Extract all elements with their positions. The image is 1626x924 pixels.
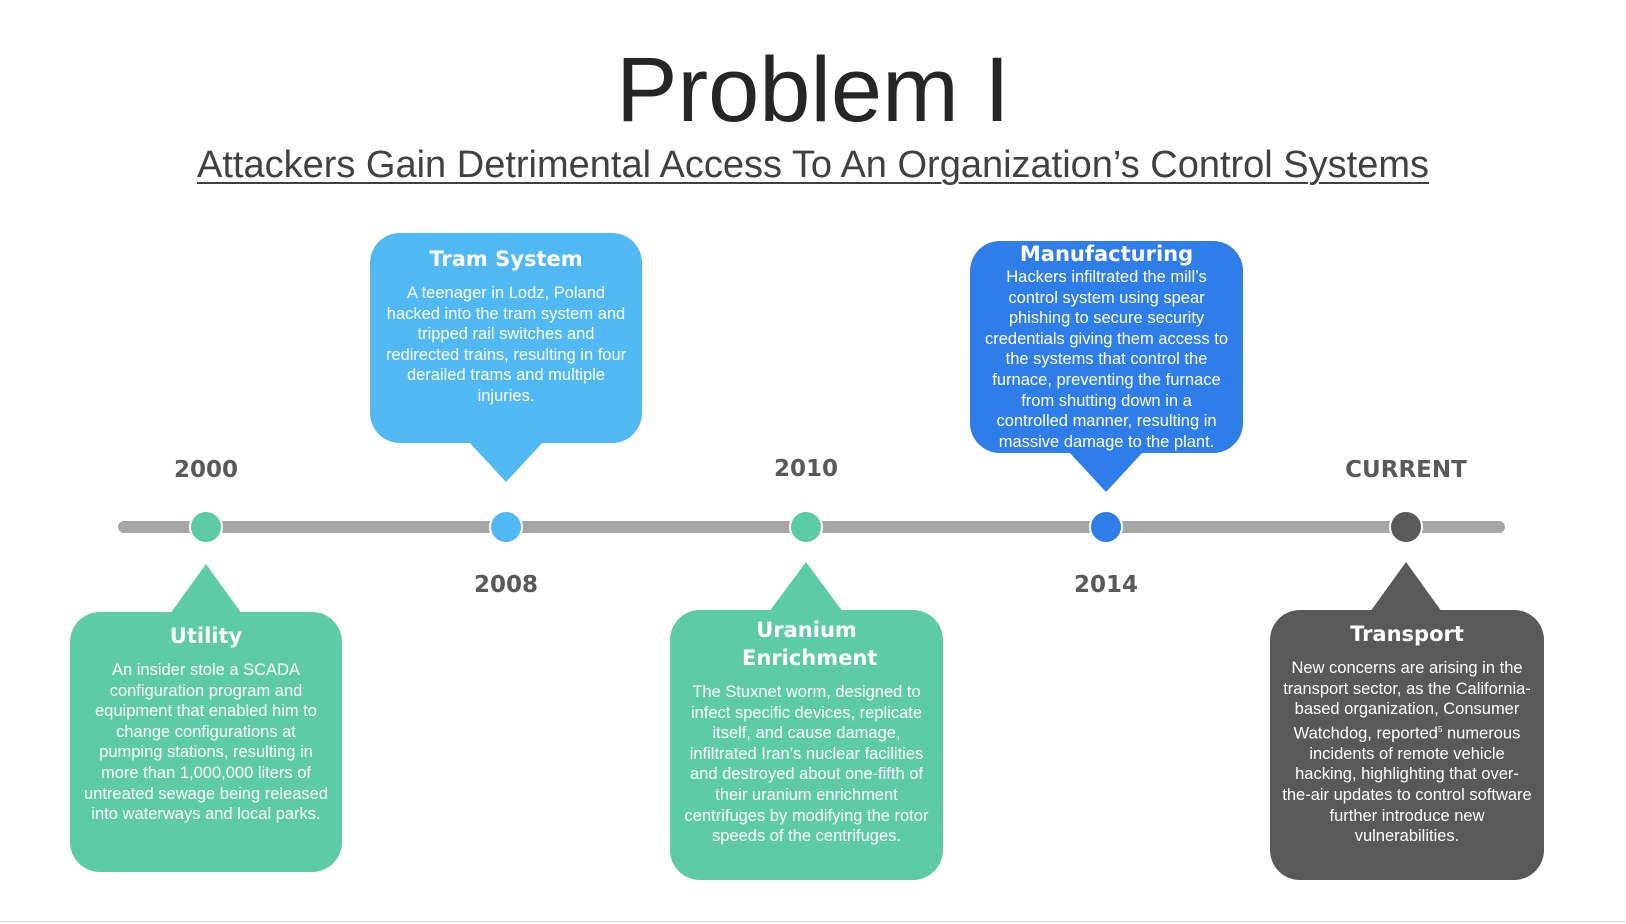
utility-callout: Utility An insider stole a SCADA configu… (70, 612, 342, 872)
uranium-enrichment-description: The Stuxnet worm, designed to infect spe… (684, 683, 929, 846)
tram-system-callout-pointer (469, 442, 543, 482)
transport-callout-pointer (1370, 562, 1442, 612)
year-label-2000: 2000 (173, 457, 238, 483)
uranium-enrichment-heading: Uranium Enrichment (742, 618, 878, 670)
tram-system-callout: Tram System A teenager in Lodz, Poland h… (370, 233, 642, 443)
utility-heading: Utility (169, 624, 243, 648)
year-label-current: CURRENT (1345, 457, 1467, 483)
transport-callout: Transport New concerns are arising in th… (1270, 610, 1544, 880)
manufacturing-callout-pointer (1069, 452, 1143, 492)
utility-callout-pointer (170, 564, 242, 614)
uranium-enrichment-callout: Uranium Enrichment The Stuxnet worm, des… (670, 610, 943, 880)
slide-subtitle: Attackers Gain Detrimental Access To An … (196, 144, 1429, 186)
manufacturing-callout: Manufacturing Hackers infiltrated the mi… (970, 241, 1243, 453)
timeline-node-2014 (1089, 510, 1123, 544)
slide-bottom-divider (0, 921, 1626, 922)
transport-description: New concerns are arising in the transpor… (1282, 658, 1532, 847)
transport-footnote-marker: 5 (1437, 724, 1443, 734)
utility-description: An insider stole a SCADA configuration p… (84, 661, 329, 824)
timeline-node-2008 (489, 510, 523, 544)
tram-system-description: A teenager in Lodz, Poland hacked into t… (385, 284, 627, 405)
manufacturing-heading: Manufacturing (1019, 242, 1194, 266)
manufacturing-description: Hackers infiltrated the mill’s control s… (984, 268, 1229, 451)
slide-title: Problem I (616, 39, 1010, 141)
uranium-callout-pointer (769, 562, 843, 612)
transport-heading: Transport (1350, 622, 1464, 646)
year-label-2014: 2014 (1073, 572, 1138, 598)
tram-system-heading: Tram System (429, 247, 583, 271)
year-label-2008: 2008 (473, 572, 538, 598)
timeline-node-current (1389, 510, 1423, 544)
year-label-2010: 2010 (773, 456, 838, 482)
transport-description-text-continued: numerous incidents of remote vehicle hac… (1282, 724, 1532, 846)
transport-description-text: New concerns are arising in the transpor… (1283, 659, 1531, 743)
timeline-node-2000 (189, 510, 223, 544)
timeline-node-2010 (789, 510, 823, 544)
